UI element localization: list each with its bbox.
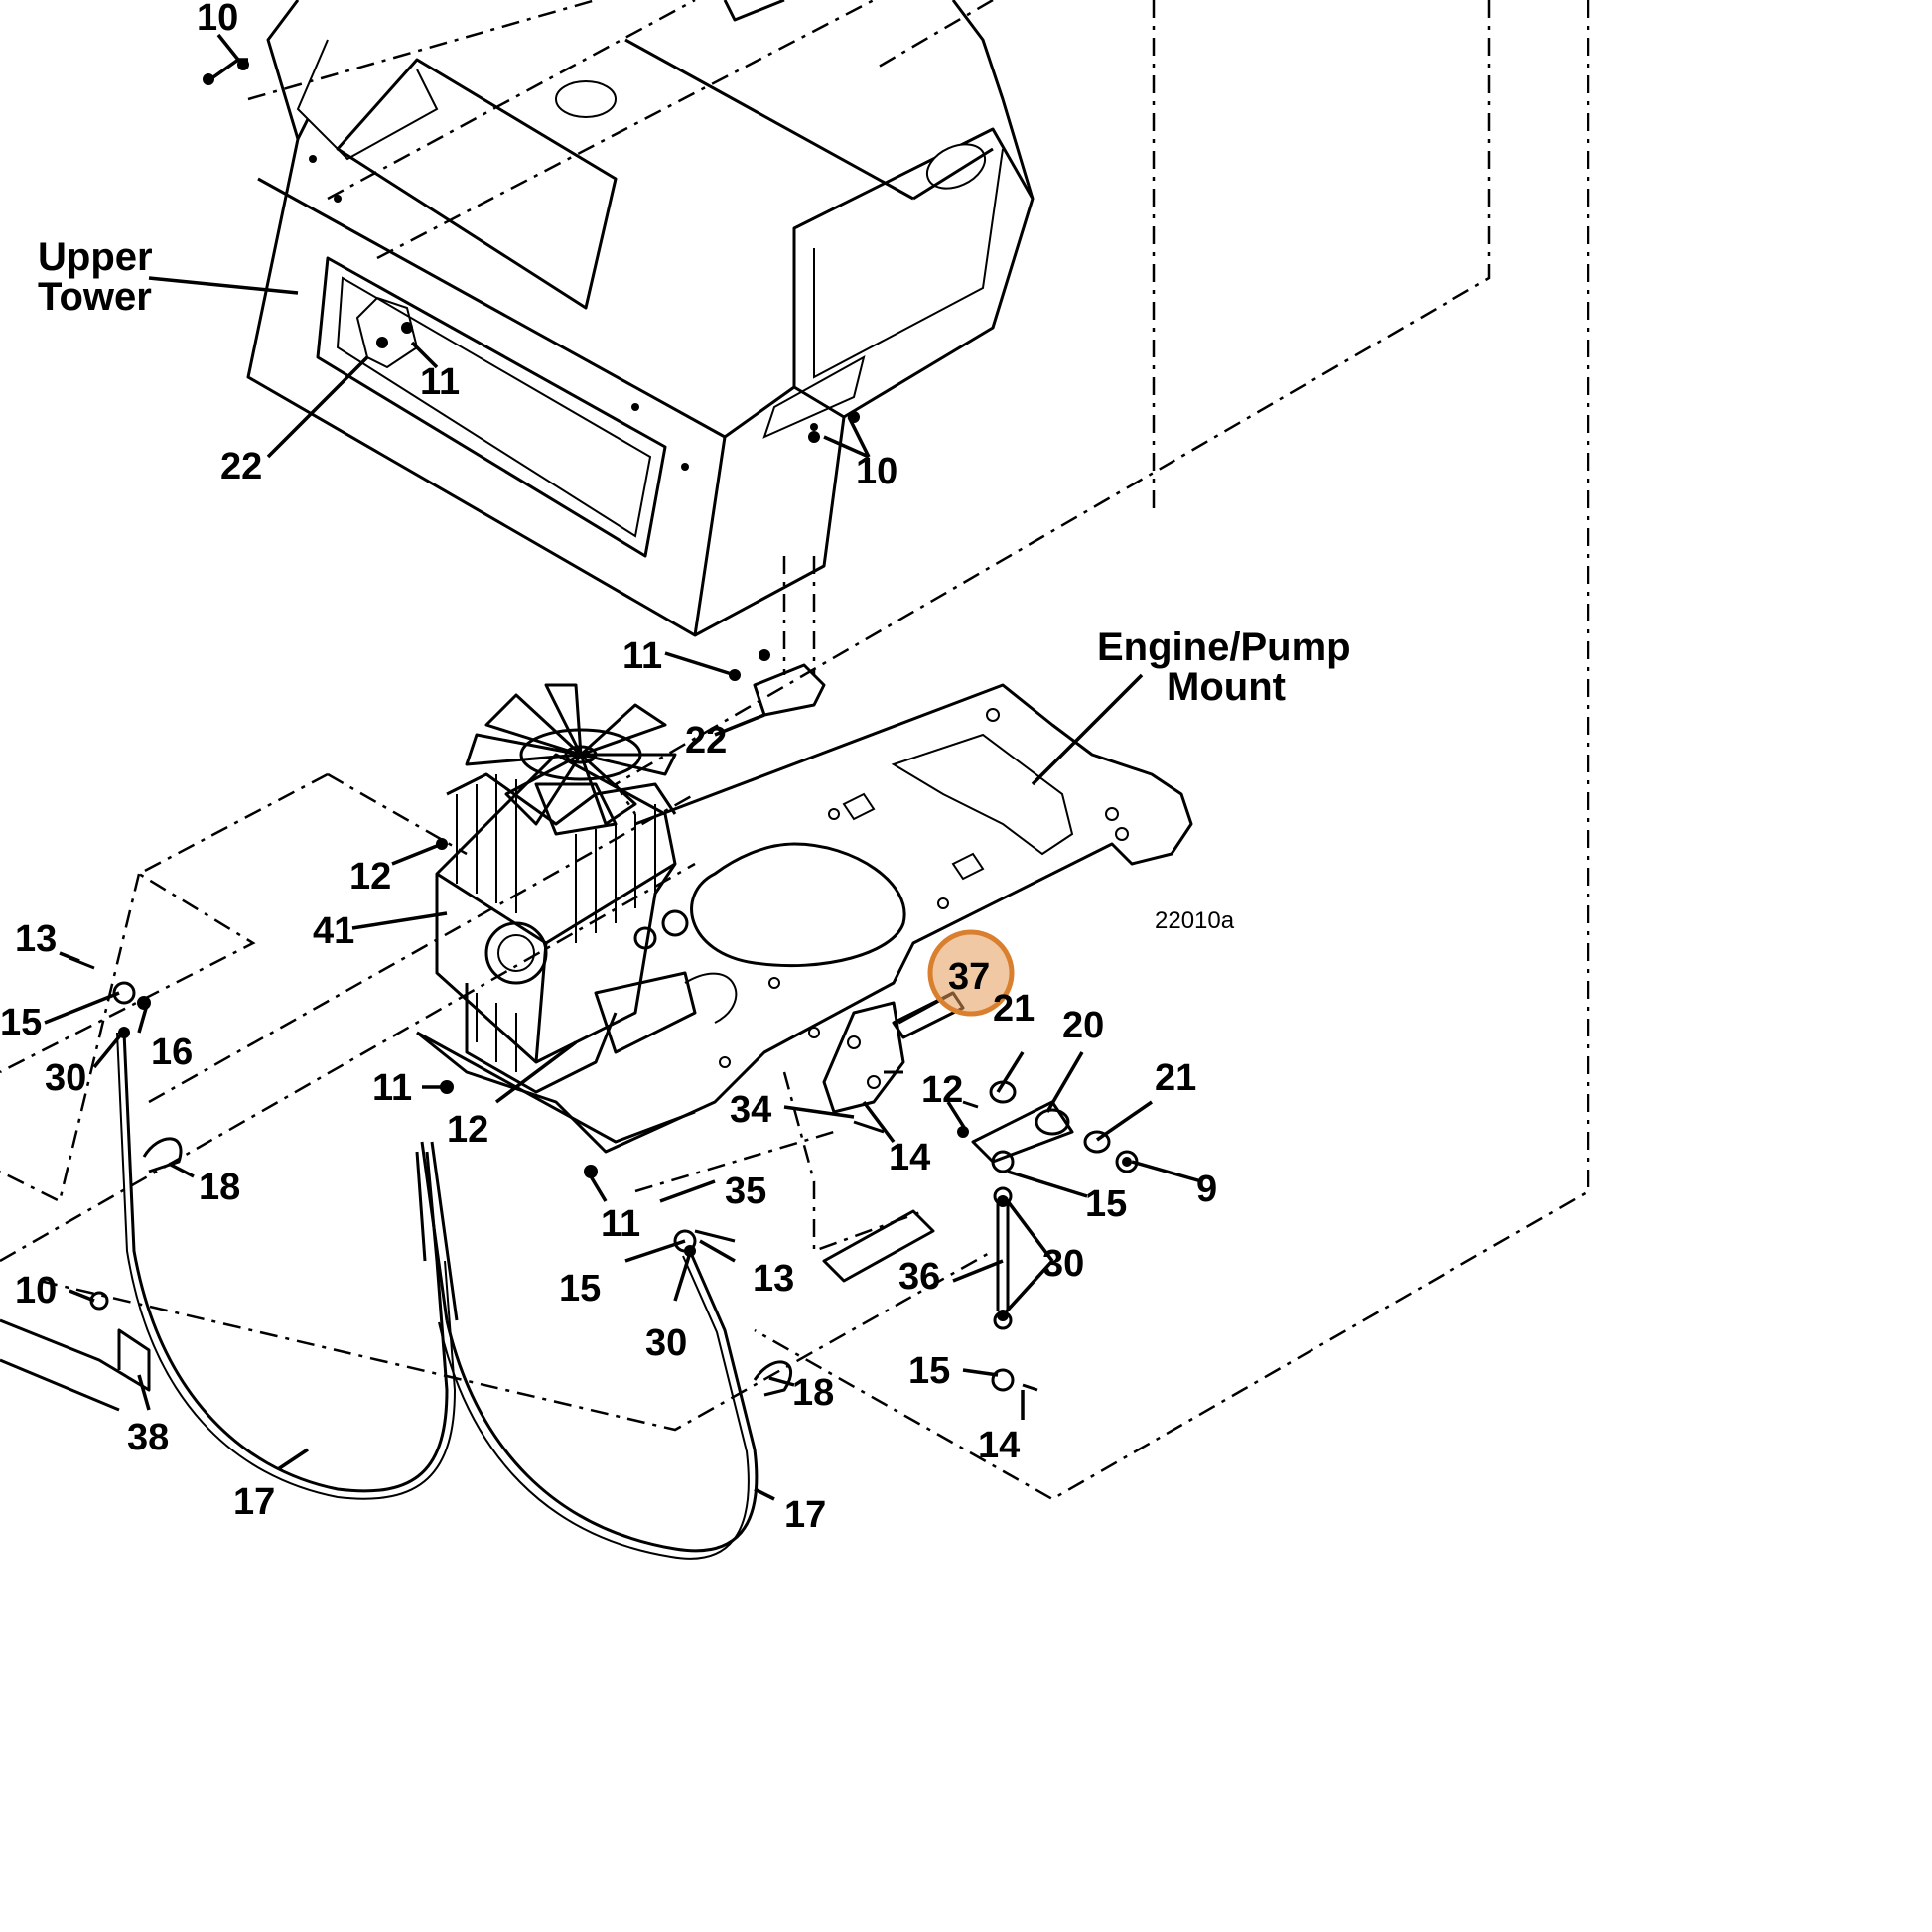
engine-pump-mount-label-line2: Mount xyxy=(1167,665,1286,709)
callout-9: 9 xyxy=(1196,1169,1217,1210)
callout-12-right: 12 xyxy=(921,1069,963,1111)
callout-30-left: 30 xyxy=(45,1057,86,1099)
highlight-marker-37[interactable] xyxy=(927,929,1015,1017)
callout-15-left: 15 xyxy=(0,1002,42,1043)
callout-18-left: 18 xyxy=(199,1167,240,1208)
callout-22-tower: 22 xyxy=(220,446,262,487)
upper-tower-label-line2: Tower xyxy=(38,275,152,319)
callout-10-top: 10 xyxy=(197,0,238,39)
engine-pump-assembly xyxy=(416,683,738,1144)
callout-11-engine: 11 xyxy=(372,1067,412,1109)
callout-30-right: 30 xyxy=(1042,1243,1084,1285)
callout-34: 34 xyxy=(730,1089,771,1131)
callout-numbers: 10 11 22 10 11 22 12 41 13 15 16 30 11 1… xyxy=(0,0,1217,1536)
callout-10-tower-right: 10 xyxy=(856,451,897,492)
callout-11-plate: 11 xyxy=(601,1203,640,1245)
figure-id: 22010a xyxy=(1155,907,1235,934)
callout-11-tower: 11 xyxy=(420,361,460,403)
upper-tower-weldment xyxy=(246,0,1035,637)
callout-36: 36 xyxy=(898,1256,940,1298)
callout-16: 16 xyxy=(151,1032,193,1073)
assembly-boundary-lines xyxy=(0,0,1590,1501)
upper-tower-label-line1: Upper xyxy=(38,235,153,279)
callout-17-left: 17 xyxy=(233,1481,275,1523)
callout-15-middle: 15 xyxy=(559,1268,601,1310)
callout-21-lower: 21 xyxy=(1155,1057,1196,1099)
callout-leader-lines xyxy=(44,33,1202,1501)
callout-30-middle: 30 xyxy=(645,1322,687,1364)
callout-12-engine-base: 12 xyxy=(447,1109,488,1151)
callout-22-mount: 22 xyxy=(685,720,727,761)
callout-10-bottom: 10 xyxy=(15,1270,57,1311)
callout-14-bottom: 14 xyxy=(978,1425,1020,1466)
engine-pump-mount-plate xyxy=(416,683,1193,1154)
engine-pump-mount-label-line1: Engine/Pump xyxy=(1097,625,1351,669)
callout-21-upper: 21 xyxy=(993,988,1035,1030)
callout-41: 41 xyxy=(313,910,354,952)
hardware-and-linkages xyxy=(0,59,1139,1560)
callout-13-middle: 13 xyxy=(753,1258,794,1300)
callout-13-left: 13 xyxy=(15,918,57,960)
callout-17-right: 17 xyxy=(784,1494,826,1536)
callout-15-right: 15 xyxy=(1085,1183,1127,1225)
callout-20: 20 xyxy=(1062,1005,1104,1046)
callout-38: 38 xyxy=(127,1417,169,1458)
callout-18-right: 18 xyxy=(792,1372,834,1414)
callout-15-bottom: 15 xyxy=(908,1350,950,1392)
callout-35: 35 xyxy=(725,1171,766,1212)
callout-11-mount: 11 xyxy=(622,635,662,677)
callout-12-engine: 12 xyxy=(349,856,391,897)
callout-37[interactable]: 37 xyxy=(948,956,990,998)
callout-14-upper: 14 xyxy=(889,1137,930,1178)
